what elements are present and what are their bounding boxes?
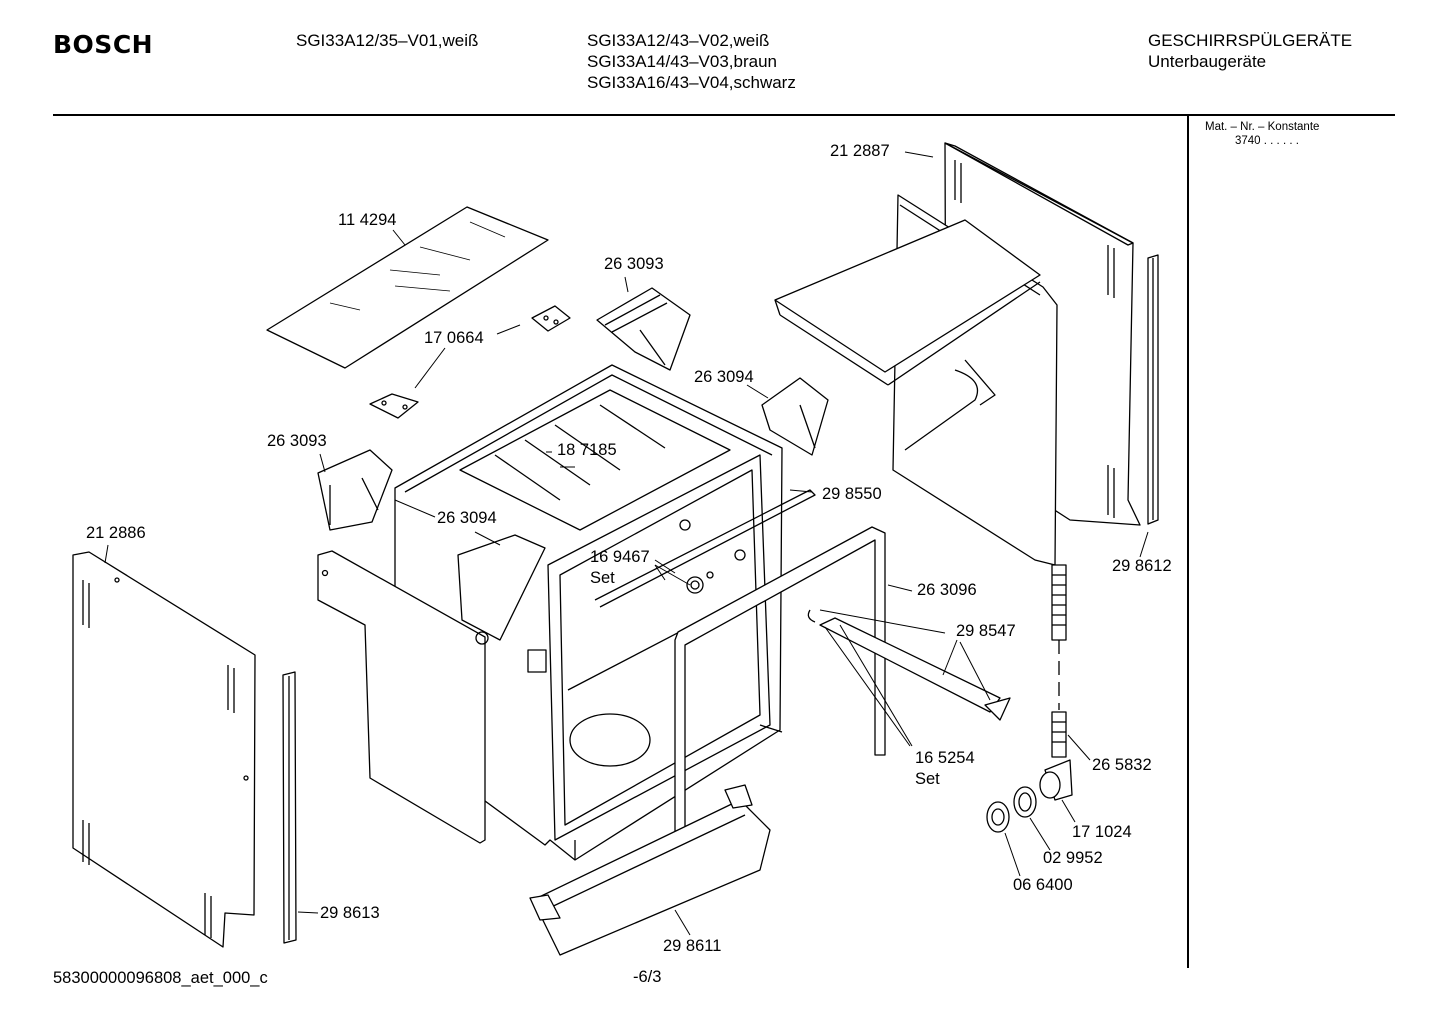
leader-lines <box>104 151 1149 936</box>
model-number: SGI33A12/43–V02,weiß <box>587 31 770 50</box>
pipe-elbow <box>1039 759 1073 801</box>
part-label-bracket: 17 0664 <box>424 329 484 347</box>
part-label-hinge-cover-left: 26 3093 <box>267 432 327 450</box>
document-id: 58300000096808_aet_000_c <box>53 969 268 987</box>
bolt-set <box>679 519 746 594</box>
rail-left <box>282 671 297 944</box>
hinge-cover-top <box>596 287 691 371</box>
rail-right <box>1147 254 1159 525</box>
part-label-tub-fastener: 18 7185 <box>557 441 617 459</box>
part-label-drain-hose: 26 5832 <box>1092 756 1152 774</box>
category-block: GESCHIRRSPÜLGERÄTE Unterbaugeräte <box>1148 30 1352 72</box>
part-label-hinge-cover-top: 26 3093 <box>604 255 664 273</box>
hinge-cover-right <box>761 377 829 456</box>
bracket-left <box>369 393 419 419</box>
part-label-left-side-panel: 21 2886 <box>86 524 146 542</box>
part-label-top-plate: 11 4294 <box>338 211 397 229</box>
tub-side-panel <box>317 550 486 844</box>
brand-logo: BOSCH <box>53 30 154 59</box>
top-plate <box>266 206 549 369</box>
page-number: -6/3 <box>633 968 662 986</box>
part-label-hinge-cover-right: 26 3094 <box>694 368 754 386</box>
subcategory-title: Unterbaugeräte <box>1148 52 1267 71</box>
part-label-rail-clip-set-note: Set <box>915 770 940 788</box>
part-label-cap: 06 6400 <box>1013 876 1073 894</box>
seal-ring <box>1013 786 1037 818</box>
drain-hose-spring <box>1051 564 1067 758</box>
hinge-cover-left <box>317 449 393 531</box>
part-label-bolt-set: 16 9467 <box>590 548 650 566</box>
header-divider <box>53 114 1395 116</box>
part-label-rail-clip-set: 16 5254 <box>915 749 975 767</box>
side-rail <box>807 609 1011 721</box>
model-list: SGI33A12/43–V02,weiß SGI33A14/43–V03,bra… <box>587 30 796 93</box>
side-divider <box>1187 116 1189 968</box>
part-label-side-rail: 29 8547 <box>956 622 1016 640</box>
part-label-pipe-elbow: 17 1024 <box>1072 823 1132 841</box>
kick-plate <box>529 784 771 956</box>
part-label-door-gasket: 26 3096 <box>917 581 977 599</box>
part-label-bolt-set-note: Set <box>590 569 615 587</box>
part-label-seal-ring: 02 9952 <box>1043 849 1103 867</box>
part-label-door-seal-top: 29 8550 <box>822 485 882 503</box>
part-label-rail-left: 29 8613 <box>320 904 380 922</box>
bracket-top <box>531 305 571 332</box>
part-label-kick-plate: 29 8611 <box>663 937 722 955</box>
material-constant-value: 3740 . . . . . . <box>1235 135 1299 147</box>
part-label-rail-right: 29 8612 <box>1112 557 1172 575</box>
part-label-hinge-cover-middle: 26 3094 <box>437 509 497 527</box>
material-constant-title: Mat. – Nr. – Konstante <box>1205 121 1320 133</box>
left-side-panel <box>72 551 256 948</box>
hinge-cover-middle <box>457 534 546 645</box>
model-number: SGI33A14/43–V03,braun <box>587 52 777 71</box>
cap <box>986 801 1010 833</box>
door-seal-top <box>594 489 816 608</box>
model-number-primary: SGI33A12/35–V01,weiß <box>296 31 479 50</box>
model-number: SGI33A16/43–V04,schwarz <box>587 73 796 92</box>
part-label-right-side-panel: 21 2887 <box>830 142 890 160</box>
category-title: GESCHIRRSPÜLGERÄTE <box>1148 31 1353 50</box>
